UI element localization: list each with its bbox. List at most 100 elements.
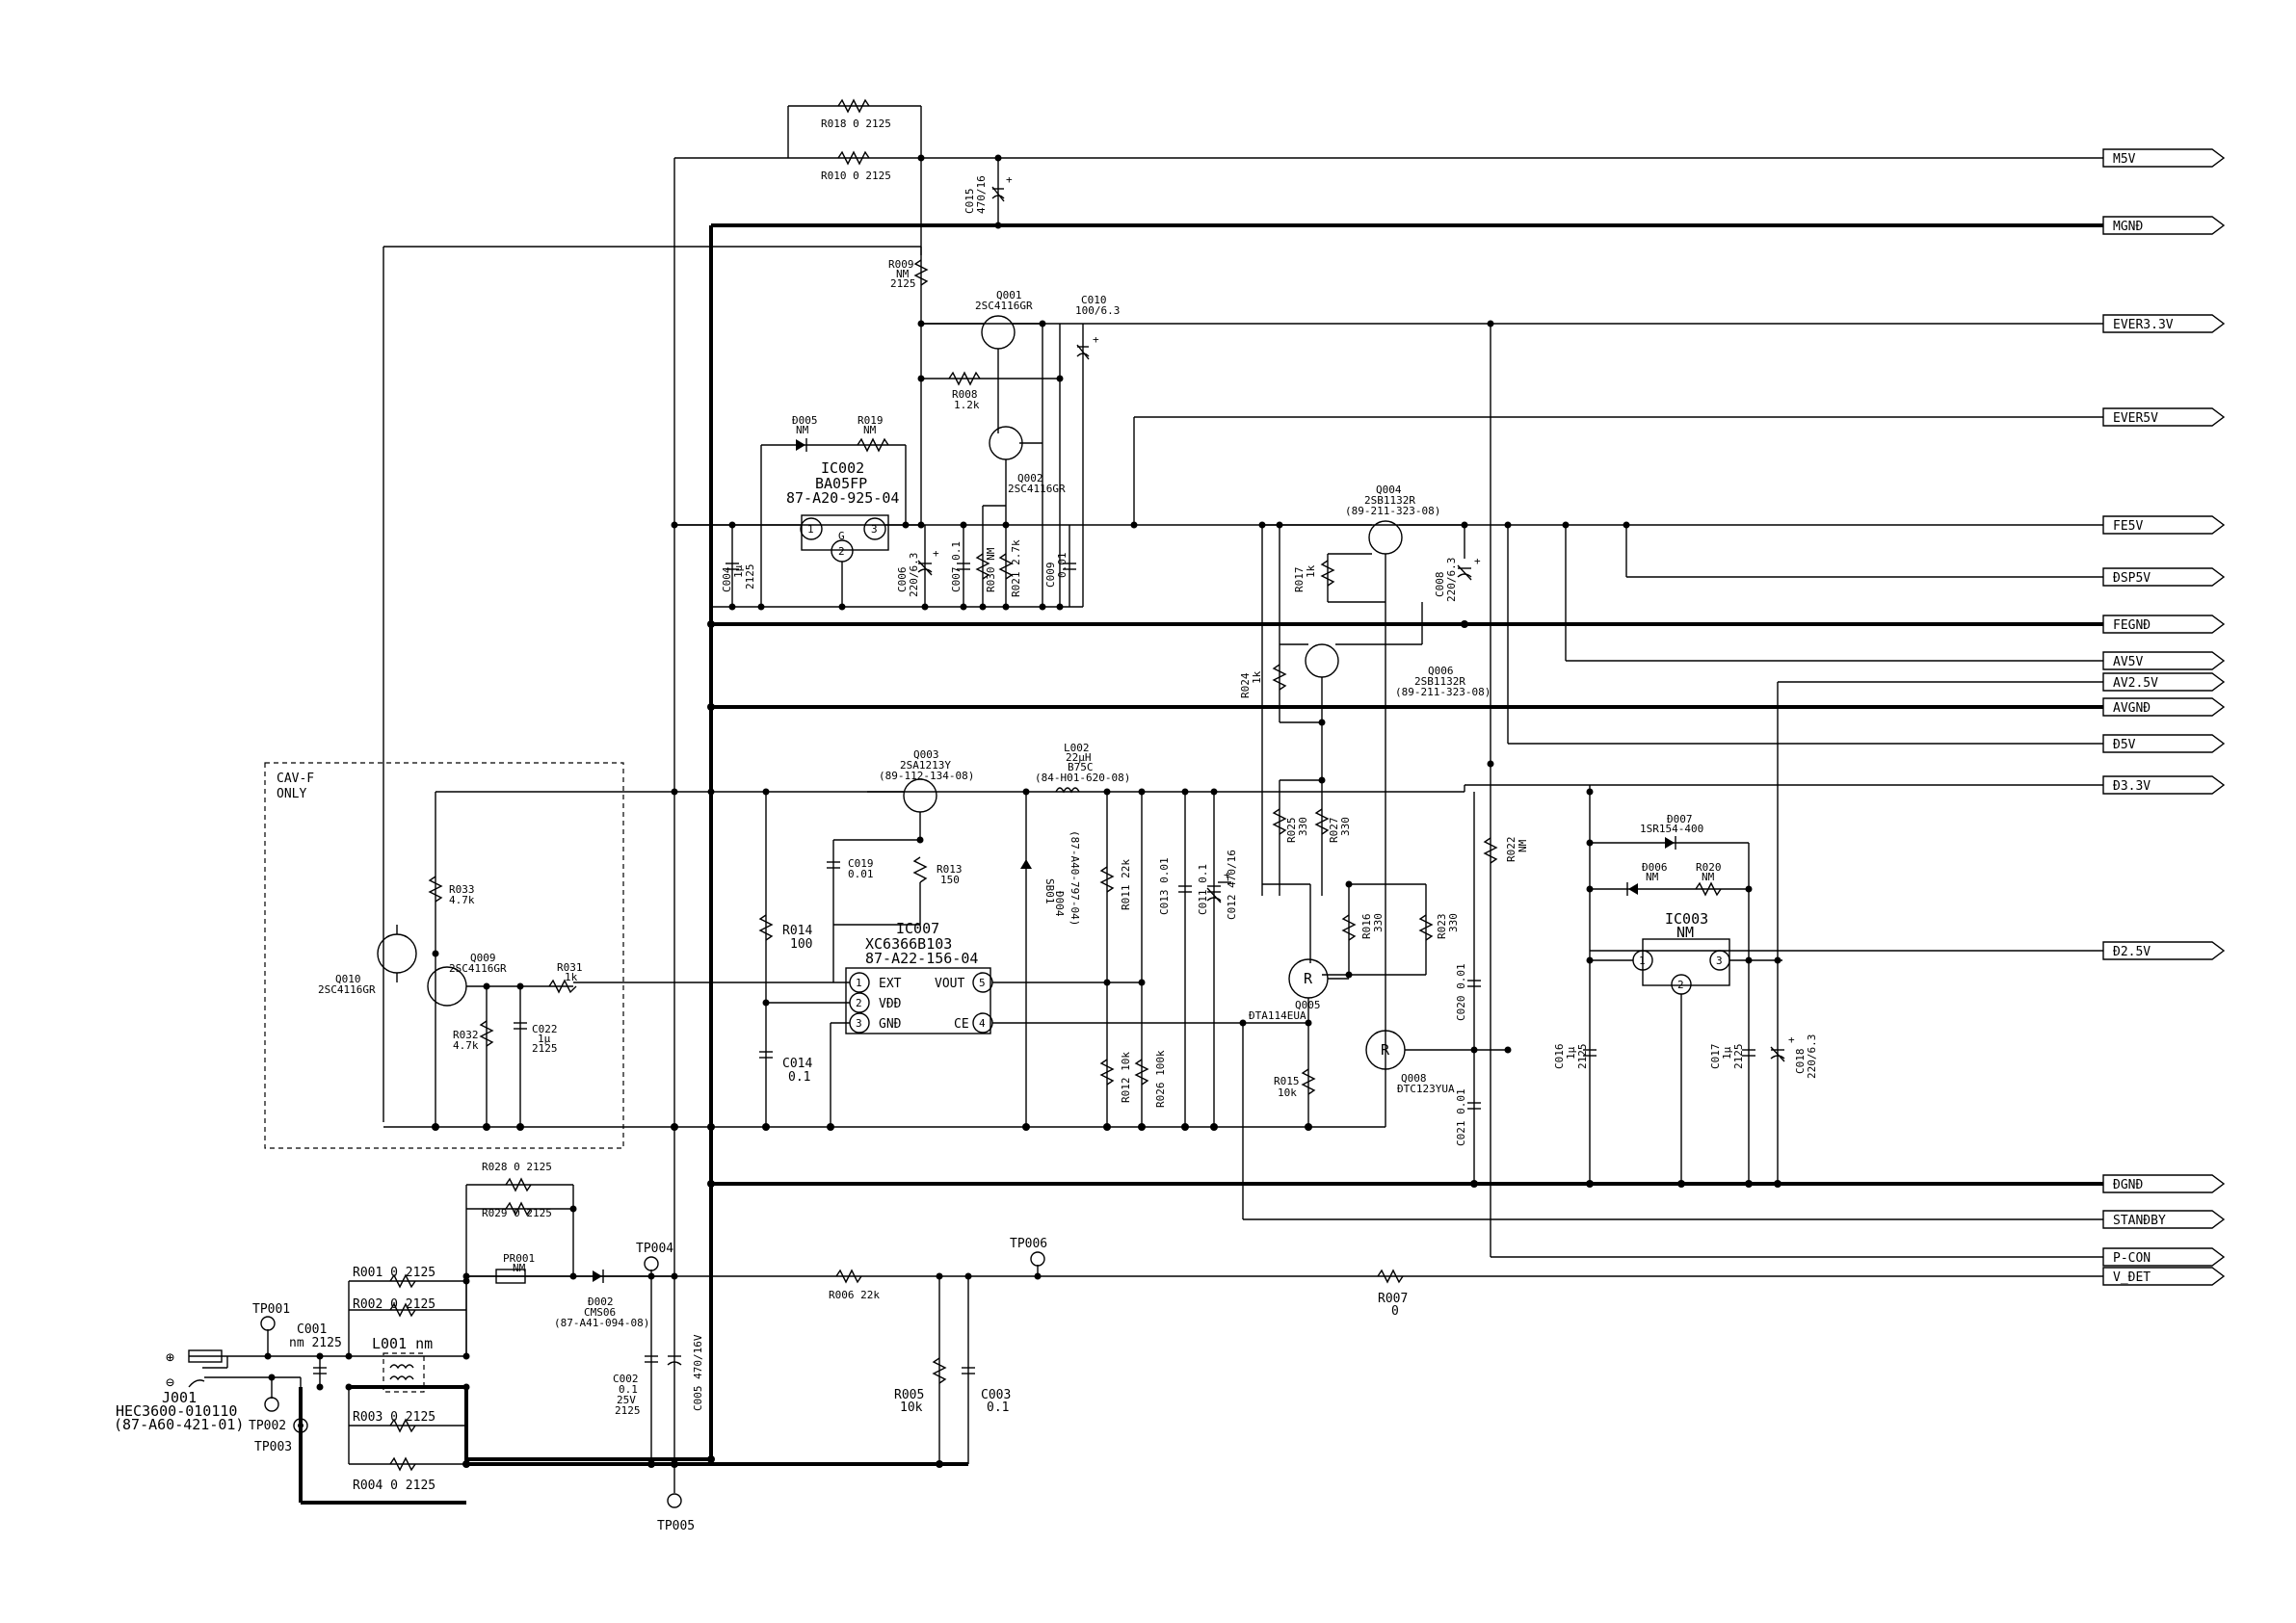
c018-plus: + xyxy=(1788,1034,1795,1046)
c016-value: 1μ xyxy=(1565,1046,1577,1060)
pr001-label: PR001 xyxy=(503,1252,535,1265)
r007-value: 0 xyxy=(1391,1304,1399,1319)
port-label-avgnd: AVGNÐ xyxy=(2113,701,2151,716)
port-flag-d33v xyxy=(2102,775,2226,795)
cavf-section xyxy=(264,762,1386,1149)
c020-label: C020 0.01 xyxy=(1455,963,1467,1021)
r009-resistor xyxy=(913,259,929,286)
r023-value: 330 xyxy=(1447,913,1460,932)
q008-r-mark: R xyxy=(1381,1041,1390,1059)
port-flags: M5VMGNÐEVER3.3VEVER5VFE5VÐSP5VFEGNÐAV5VA… xyxy=(2102,148,2226,1286)
l002-code: (84-H01-620-08) xyxy=(1035,772,1130,784)
c022-label: C022 xyxy=(532,1023,558,1035)
port-label-ever33v: EVER3.3V xyxy=(2113,318,2174,332)
ic003-pin1: 1 xyxy=(1639,955,1646,967)
r018-label: R018 0 2125 xyxy=(821,118,891,130)
c002-voltage: 25V xyxy=(617,1394,636,1406)
c013-label: C013 0.01 xyxy=(1158,857,1171,915)
r009-value: 2125 xyxy=(890,277,916,290)
q004-code: (89-211-323-08) xyxy=(1345,505,1440,517)
r001-label: R001 0 2125 xyxy=(353,1266,435,1280)
ic007-pin1: 1 xyxy=(856,977,862,989)
tp001-testpoint xyxy=(260,1316,276,1331)
c005-label: C005 470/16V xyxy=(692,1334,704,1411)
q005-r-mark: R xyxy=(1304,970,1313,987)
r016-label: R016 xyxy=(1360,914,1373,940)
c010-value: 100/6.3 xyxy=(1075,304,1120,317)
ic007-code: 87-A22-156-04 xyxy=(865,950,978,967)
r022-label: R022 xyxy=(1505,837,1517,863)
c010-label: C010 xyxy=(1081,294,1107,306)
j001-code: (87-A60-421-01) xyxy=(114,1416,244,1433)
r013-value: 150 xyxy=(940,874,960,886)
c019-label: C019 xyxy=(848,857,874,870)
r004-label: R004 0 2125 xyxy=(353,1479,435,1493)
r010-resistor xyxy=(837,150,870,166)
l002-inductor xyxy=(1055,787,1080,794)
c015-label: C015 xyxy=(963,189,976,215)
ic002-pin1: 1 xyxy=(807,523,814,536)
c004-value: 1μ xyxy=(732,564,745,578)
c017-value: 1μ xyxy=(1721,1046,1733,1060)
r029-label: R029 0 2125 xyxy=(482,1207,552,1219)
j001-minus-symbol: ⊖ xyxy=(166,1374,174,1391)
ic007-gnd-pin: GNÐ xyxy=(879,1017,901,1032)
ic007-vout-pin: VOUT xyxy=(935,977,964,991)
ic007-pin3: 3 xyxy=(856,1017,862,1030)
c008-value: 220/6.3 xyxy=(1445,558,1458,602)
c002-value: 0.1 xyxy=(619,1383,638,1396)
r016-value: 330 xyxy=(1372,913,1385,932)
port-flag-vdet xyxy=(2102,1267,2226,1286)
ic002-pin3: 3 xyxy=(871,523,878,536)
port-flag-standby xyxy=(2102,1210,2226,1229)
port-label-d5v: Ð5V xyxy=(2113,738,2136,752)
regulator-2v5-section xyxy=(1583,785,1785,1184)
r003-label: R003 0 2125 xyxy=(353,1410,435,1425)
d002-label: Ð002 xyxy=(588,1296,614,1308)
port-label-dsp5v: ÐSP5V xyxy=(2113,571,2151,586)
port-label-av25v: AV2.5V xyxy=(2113,676,2158,691)
port-label-d25v: Ð2.5V xyxy=(2113,945,2151,959)
j001-part: HEC3600-010110 xyxy=(116,1402,237,1420)
fe5v-switch-section xyxy=(1261,520,1472,1069)
c006-label: C006 xyxy=(896,567,909,593)
d004-label: Ð004 xyxy=(1053,891,1066,917)
port-flag-dsp5v xyxy=(2102,567,2226,587)
l001-inductor xyxy=(383,1352,425,1393)
port-label-fe5v: FE5V xyxy=(2113,519,2143,534)
q008-part: ÐTC123YUA xyxy=(1397,1083,1455,1095)
q001-transistor xyxy=(981,315,1016,350)
r015-label: R015 xyxy=(1274,1075,1300,1087)
l002-part: B75C xyxy=(1068,761,1094,773)
tp006-testpoint xyxy=(1030,1251,1045,1267)
c002-size: 2125 xyxy=(615,1404,641,1417)
d002-part: CMS06 xyxy=(584,1306,616,1319)
c022-value: 1μ xyxy=(538,1033,551,1045)
r014-value: 100 xyxy=(790,937,812,952)
tp005-label: TP005 xyxy=(657,1519,695,1533)
c022-size: 2125 xyxy=(532,1042,558,1055)
j001-jack xyxy=(188,1349,223,1363)
buses xyxy=(383,158,999,1459)
q010-label: Q010 xyxy=(335,973,361,985)
r010-label: R010 0 2125 xyxy=(821,170,891,182)
port-label-pcon: P-CON xyxy=(2113,1251,2151,1266)
dcdc-section xyxy=(573,778,1243,1127)
c003-value: 0.1 xyxy=(987,1400,1009,1415)
q010-part: 2SC4116GR xyxy=(318,983,376,996)
rails xyxy=(435,157,2103,1277)
port-flag-fe5v xyxy=(2102,515,2226,535)
c006-plus: + xyxy=(933,547,939,560)
port-flag-ever5v xyxy=(2102,407,2226,427)
q002-transistor xyxy=(989,426,1023,460)
input-section xyxy=(188,1177,1404,1508)
c014-value: 0.1 xyxy=(788,1070,810,1085)
q005-part: ÐTA114EUA xyxy=(1249,1009,1306,1022)
ic002-g-label: G xyxy=(838,530,845,542)
r008-label: R008 xyxy=(952,388,978,401)
r031-label: R031 xyxy=(557,961,583,974)
r026-label: R026 100k xyxy=(1154,1050,1167,1108)
ic007-part: XC6366B103 xyxy=(865,935,952,953)
c009-label: C009 xyxy=(1044,563,1057,589)
d004-diode xyxy=(1020,859,1032,869)
